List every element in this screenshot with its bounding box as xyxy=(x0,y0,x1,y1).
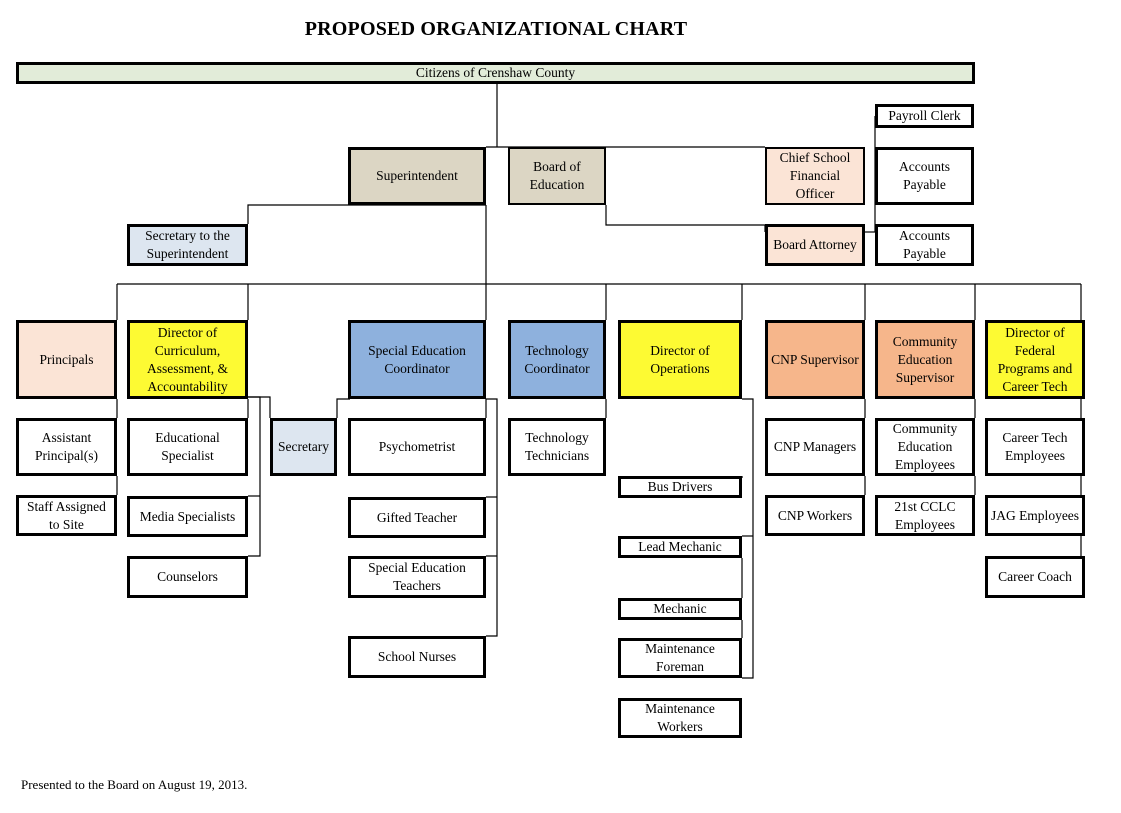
accounts-payable-box-2: Accounts Payable xyxy=(875,224,974,266)
technology-coordinator-box: Technology Coordinator xyxy=(508,320,606,399)
career-coach-box: Career Coach xyxy=(985,556,1085,598)
secretary-box: Secretary xyxy=(270,418,337,476)
payroll-clerk-box: Payroll Clerk xyxy=(875,104,974,128)
connector-curriculum-secretary xyxy=(248,396,271,418)
director-federal-box: Director of Federal Programs and Career … xyxy=(985,320,1085,399)
mechanic-box: Mechanic xyxy=(618,598,742,620)
connector-operations-bracket xyxy=(742,398,754,679)
director-curriculum-box: Director of Curriculum, Assessment, & Ac… xyxy=(127,320,248,399)
jag-employees-box: JAG Employees xyxy=(985,495,1085,536)
connector-special-ed-secretary xyxy=(336,398,350,418)
special-ed-teachers-box: Special Education Teachers xyxy=(348,556,486,598)
chief-financial-officer-box: Chief School Financial Officer xyxy=(765,147,865,205)
page-title: PROPOSED ORGANIZATIONAL CHART xyxy=(304,18,688,40)
citizens-box: Citizens of Crenshaw County xyxy=(16,62,975,84)
media-specialists-box: Media Specialists xyxy=(127,496,248,537)
cnp-supervisor-box: CNP Supervisor xyxy=(765,320,865,399)
connector-curriculum-bracket xyxy=(248,396,261,557)
cnp-managers-box: CNP Managers xyxy=(765,418,865,476)
maintenance-workers-box: Maintenance Workers xyxy=(618,698,742,738)
community-ed-employees-box: Community Education Employees xyxy=(875,418,975,476)
lead-mechanic-box: Lead Mechanic xyxy=(618,536,742,558)
bus-drivers-box: Bus Drivers xyxy=(618,476,742,498)
connector-special-ed-right xyxy=(486,398,498,637)
principals-box: Principals xyxy=(16,320,117,399)
educational-specialist-box: Educational Specialist xyxy=(127,418,248,476)
psychometrist-box: Psychometrist xyxy=(348,418,486,476)
school-nurses-box: School Nurses xyxy=(348,636,486,678)
board-attorney-box: Board Attorney xyxy=(765,224,865,266)
board-of-education-box: Board of Education xyxy=(508,147,606,205)
technology-technicians-box: Technology Technicians xyxy=(508,418,606,476)
community-ed-supervisor-box: Community Education Supervisor xyxy=(875,320,975,399)
counselors-box: Counselors xyxy=(127,556,248,598)
secretary-to-superintendent-box: Secretary to the Superintendent xyxy=(127,224,248,266)
cnp-workers-box: CNP Workers xyxy=(765,495,865,536)
cclc-employees-box: 21st CCLC Employees xyxy=(875,495,975,536)
footer-note: Presented to the Board on August 19, 201… xyxy=(21,777,248,792)
director-operations-box: Director of Operations xyxy=(618,320,742,399)
accounts-payable-box-1: Accounts Payable xyxy=(875,147,974,205)
connector-board-attorney xyxy=(605,205,766,232)
assistant-principals-box: Assistant Principal(s) xyxy=(16,418,117,476)
staff-assigned-box: Staff Assigned to Site xyxy=(16,495,117,536)
maintenance-foreman-box: Maintenance Foreman xyxy=(618,638,742,678)
special-ed-coordinator-box: Special Education Coordinator xyxy=(348,320,486,399)
career-tech-employees-box: Career Tech Employees xyxy=(985,418,1085,476)
connector-secretary-superintendent xyxy=(247,204,486,224)
gifted-teacher-box: Gifted Teacher xyxy=(348,497,486,538)
superintendent-box: Superintendent xyxy=(348,147,486,205)
